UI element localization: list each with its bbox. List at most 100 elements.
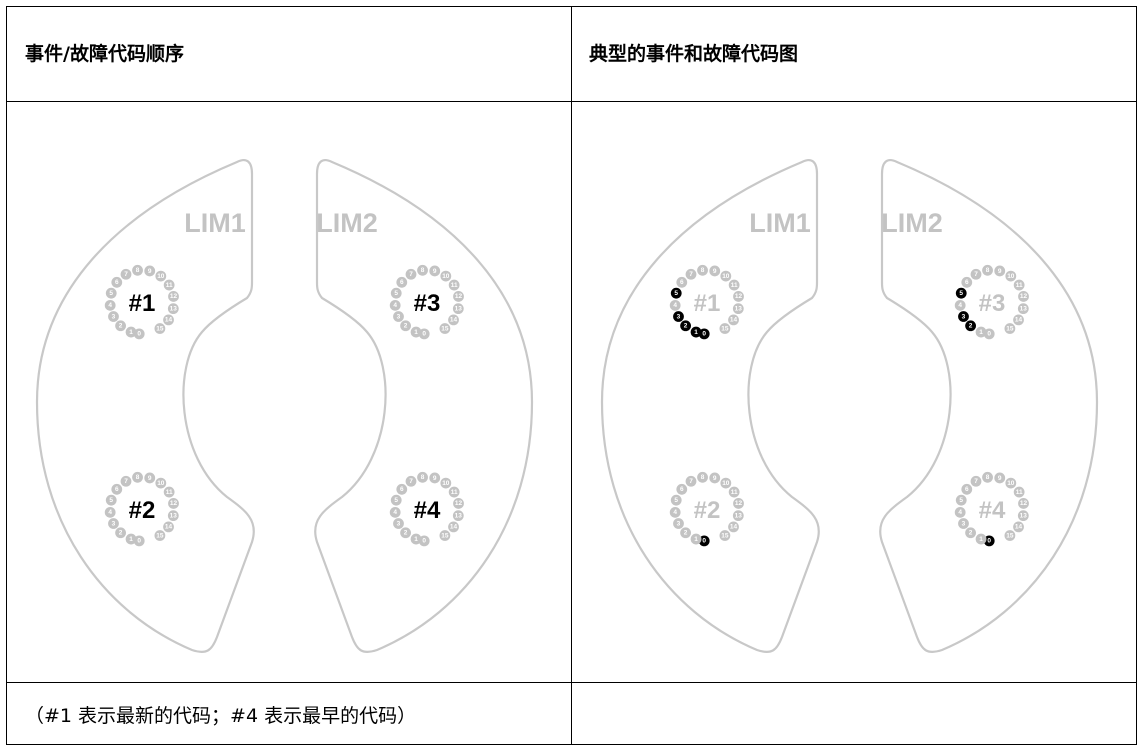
led-9 bbox=[994, 265, 1006, 277]
led-10 bbox=[155, 270, 167, 282]
led-number: 3 bbox=[962, 313, 966, 320]
led-number: 11 bbox=[1016, 282, 1023, 289]
code-3-label: #3 bbox=[979, 290, 1006, 317]
led-4 bbox=[669, 506, 681, 518]
led-number: 4 bbox=[673, 302, 677, 309]
led-number: 14 bbox=[730, 524, 738, 531]
code-2-label: #2 bbox=[694, 497, 721, 524]
led-1 bbox=[690, 533, 702, 545]
led-number: 15 bbox=[156, 325, 164, 332]
led-number: 5 bbox=[109, 497, 113, 504]
led-number: 2 bbox=[684, 530, 688, 537]
led-13 bbox=[452, 303, 464, 315]
led-number: 3 bbox=[962, 520, 966, 527]
lim1-label: LIM1 bbox=[184, 208, 246, 238]
led-9 bbox=[144, 265, 156, 277]
led-0 bbox=[418, 535, 430, 547]
led-9 bbox=[709, 265, 721, 277]
led-13 bbox=[732, 303, 744, 315]
led-number: 1 bbox=[414, 329, 418, 336]
led-number: 5 bbox=[674, 290, 678, 297]
led-number: 4 bbox=[673, 509, 677, 516]
led-number: 12 bbox=[455, 293, 463, 300]
led-number: 0 bbox=[702, 331, 706, 338]
led-number: 7 bbox=[974, 478, 978, 485]
led-8 bbox=[982, 471, 993, 483]
led-number: 14 bbox=[1015, 317, 1023, 324]
led-14 bbox=[163, 521, 174, 533]
led-number: 12 bbox=[1020, 293, 1028, 300]
led-number: 14 bbox=[450, 317, 458, 324]
led-number: 8 bbox=[986, 267, 990, 274]
led-number: 0 bbox=[137, 538, 141, 545]
led-11 bbox=[163, 486, 175, 498]
led-number: 15 bbox=[721, 325, 729, 332]
lim2-outline bbox=[314, 158, 534, 653]
led-number: 11 bbox=[166, 282, 173, 289]
led-1 bbox=[125, 533, 137, 545]
lim2-label: LIM2 bbox=[316, 208, 378, 238]
led-number: 11 bbox=[731, 282, 738, 289]
led-10 bbox=[440, 477, 452, 489]
led-13 bbox=[452, 510, 464, 522]
led-number: 13 bbox=[1020, 512, 1028, 519]
led-number: 9 bbox=[998, 268, 1002, 275]
led-12 bbox=[453, 498, 464, 509]
led-7 bbox=[970, 475, 982, 487]
led-number: 4 bbox=[108, 509, 112, 516]
led-15 bbox=[1004, 323, 1016, 334]
lim1-outline bbox=[35, 158, 255, 653]
led-11 bbox=[728, 486, 740, 498]
led-7 bbox=[970, 268, 982, 280]
led-14 bbox=[448, 314, 459, 326]
led-4 bbox=[669, 299, 681, 311]
led-13 bbox=[167, 510, 179, 522]
led-number: 6 bbox=[965, 486, 969, 493]
led-7 bbox=[405, 268, 417, 280]
led-number: 14 bbox=[450, 524, 458, 531]
led-5 bbox=[390, 494, 402, 506]
led-10 bbox=[720, 477, 732, 489]
led-5 bbox=[955, 494, 967, 506]
code-1-label: #1 bbox=[129, 290, 156, 317]
led-number: 2 bbox=[404, 530, 408, 537]
led-1 bbox=[410, 326, 422, 338]
led-11 bbox=[163, 279, 175, 291]
led-number: 0 bbox=[987, 331, 991, 338]
led-number: 13 bbox=[735, 305, 743, 312]
led-3 bbox=[108, 518, 119, 529]
led-6 bbox=[961, 276, 973, 288]
lim1-outline bbox=[600, 158, 820, 653]
led-number: 12 bbox=[170, 500, 178, 507]
code-table: 事件/故障代码顺序 典型的事件和故障代码图 （#1 表示最新的代码；#4 表示最… bbox=[6, 6, 1137, 745]
led-number: 7 bbox=[974, 271, 978, 278]
led-10 bbox=[440, 270, 452, 282]
led-6 bbox=[961, 483, 973, 495]
led-0 bbox=[133, 328, 145, 340]
led-number: 2 bbox=[119, 323, 123, 330]
led-number: 1 bbox=[129, 536, 133, 543]
led-0 bbox=[418, 328, 430, 340]
led-2 bbox=[965, 320, 976, 332]
code-2-label: #2 bbox=[129, 497, 156, 524]
led-4 bbox=[954, 506, 966, 518]
led-14 bbox=[1013, 314, 1024, 326]
led-12 bbox=[733, 498, 744, 509]
led-15 bbox=[154, 530, 166, 541]
led-number: 8 bbox=[986, 474, 990, 481]
right-column-header: 典型的事件和故障代码图 bbox=[589, 43, 799, 65]
led-number: 3 bbox=[397, 313, 401, 320]
led-2 bbox=[115, 527, 126, 539]
led-number: 11 bbox=[451, 489, 458, 496]
led-5 bbox=[670, 287, 682, 299]
led-number: 13 bbox=[455, 512, 463, 519]
led-0 bbox=[983, 535, 995, 547]
led-number: 1 bbox=[414, 536, 418, 543]
led-8 bbox=[982, 264, 993, 276]
led-11 bbox=[728, 279, 740, 291]
led-number: 9 bbox=[433, 475, 437, 482]
led-10 bbox=[155, 477, 167, 489]
led-number: 0 bbox=[702, 538, 706, 545]
